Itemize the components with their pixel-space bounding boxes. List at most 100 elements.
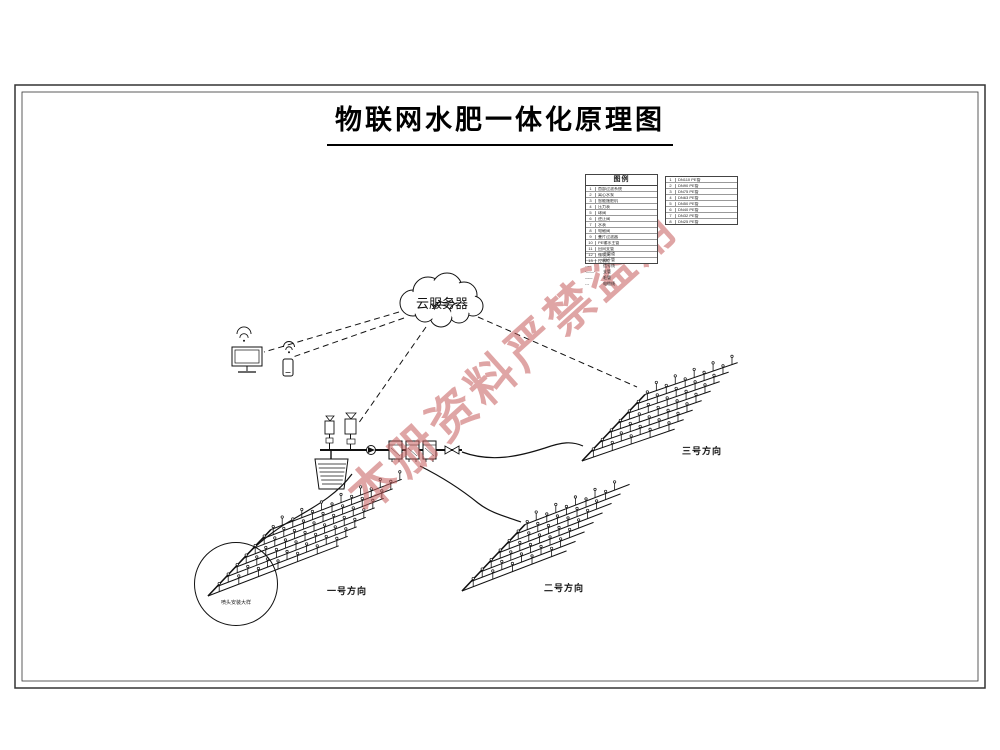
legend-linetypes: ────主管道— — —分干管- - - -信号线·—·—·支管——毛管- - … xyxy=(585,251,656,287)
linetype-name: 电缆线 xyxy=(603,281,615,286)
legend-row-index: 12 xyxy=(586,252,596,257)
linetype-name: 分干管 xyxy=(603,257,615,262)
legend-row-name: DN50 PE管 xyxy=(678,201,699,206)
wifi-icon-phone xyxy=(283,341,295,354)
field-3 xyxy=(581,354,738,462)
cloud-server-label: 云服务器 xyxy=(416,296,468,311)
legend-row-index: 7 xyxy=(586,222,596,227)
legend-row-name: 球阀 xyxy=(598,210,606,215)
linetype-name: 主管道 xyxy=(603,251,615,256)
dashed-links xyxy=(263,311,638,425)
legend-row-index: 11 xyxy=(586,246,596,251)
legend-row-name: PE输水主管 xyxy=(598,240,620,245)
legend-row-index: 9 xyxy=(586,234,596,239)
field-2-label: 二号方向 xyxy=(544,583,585,593)
linetype-symbol: ·—·—· xyxy=(585,269,595,274)
field-1-label: 一号方向 xyxy=(327,586,368,596)
legend-row-name: DN90 PE管 xyxy=(678,183,699,188)
detail-callout-circle xyxy=(194,542,278,626)
cloud-server-icon: 云服务器 xyxy=(399,272,484,328)
legend-row-name: 首部过滤系统 xyxy=(598,186,622,191)
field-2 xyxy=(461,480,630,592)
linetype-name: 毛管 xyxy=(603,275,611,280)
legend-row-index: 13 xyxy=(586,258,596,263)
legend-row-index: 5 xyxy=(586,210,596,215)
linetype-name: 支管 xyxy=(603,269,611,274)
monitor-icon xyxy=(231,346,263,373)
legend-row-index: 1 xyxy=(666,177,676,182)
legend-row-name: 压力表 xyxy=(598,204,610,209)
legend-row-index: 1 xyxy=(586,186,596,191)
legend-row-index: 3 xyxy=(586,198,596,203)
legend-row-index: 8 xyxy=(666,219,676,224)
legend-row-name: DN32 PE管 xyxy=(678,213,699,218)
legend-row-index: 4 xyxy=(666,195,676,200)
legend-row-name: DN75 PE管 xyxy=(678,189,699,194)
legend-row-name: 离心水泵 xyxy=(598,192,614,197)
legend-row-index: 2 xyxy=(586,192,596,197)
field-1 xyxy=(207,470,402,597)
linetype-symbol: ──── xyxy=(585,251,595,256)
page-title: 物联网水肥一体化原理图 xyxy=(327,98,673,146)
detail-callout-label: 喷头安装大样 xyxy=(220,600,251,606)
linetype-row: —— 毛管 xyxy=(585,275,656,281)
legend-row-name: 田间支管 xyxy=(598,246,614,251)
legend-row-index: 3 xyxy=(666,189,676,194)
linetype-row: ──── 主管道 xyxy=(585,251,656,257)
linetype-row: ·—·—· 支管 xyxy=(585,269,656,275)
fertigation-equipment xyxy=(314,412,462,490)
field-3-label: 三号方向 xyxy=(682,446,723,456)
legend-row-name: 智能施肥机 xyxy=(598,198,618,203)
linetype-row: - - - 电缆线 xyxy=(585,281,656,287)
legend-row-name: DN40 PE管 xyxy=(678,207,699,212)
linetype-symbol: - - - xyxy=(585,281,589,286)
legend-row-index: 8 xyxy=(586,228,596,233)
legend-row-index: 7 xyxy=(666,213,676,218)
legend-row-index: 10 xyxy=(586,240,596,245)
legend-row-index: 5 xyxy=(666,201,676,206)
legend-row-name: 控制柜 xyxy=(598,258,610,263)
legend-row-name: 逆止阀 xyxy=(598,216,610,221)
linetype-row: - - - - 信号线 xyxy=(585,263,656,269)
legend-row-index: 6 xyxy=(586,216,596,221)
linetype-symbol: — — — xyxy=(585,257,597,262)
linetype-symbol: —— xyxy=(585,275,593,280)
legend-row-name: 水表 xyxy=(598,222,606,227)
legend-row-name: 叠片过滤器 xyxy=(598,234,618,239)
legend-title: 图例 xyxy=(586,175,657,186)
border-frame xyxy=(14,84,986,689)
linetype-symbol: - - - - xyxy=(585,263,591,268)
legend-row-name: DN110 PE管 xyxy=(678,177,701,182)
legend-row-name: 微喷头 xyxy=(598,252,610,257)
legend-row-name: DN63 PE管 xyxy=(678,195,699,200)
legend-row-name: DN25 PE管 xyxy=(678,219,699,224)
phone-icon xyxy=(282,358,294,377)
linetype-name: 信号线 xyxy=(603,263,615,268)
